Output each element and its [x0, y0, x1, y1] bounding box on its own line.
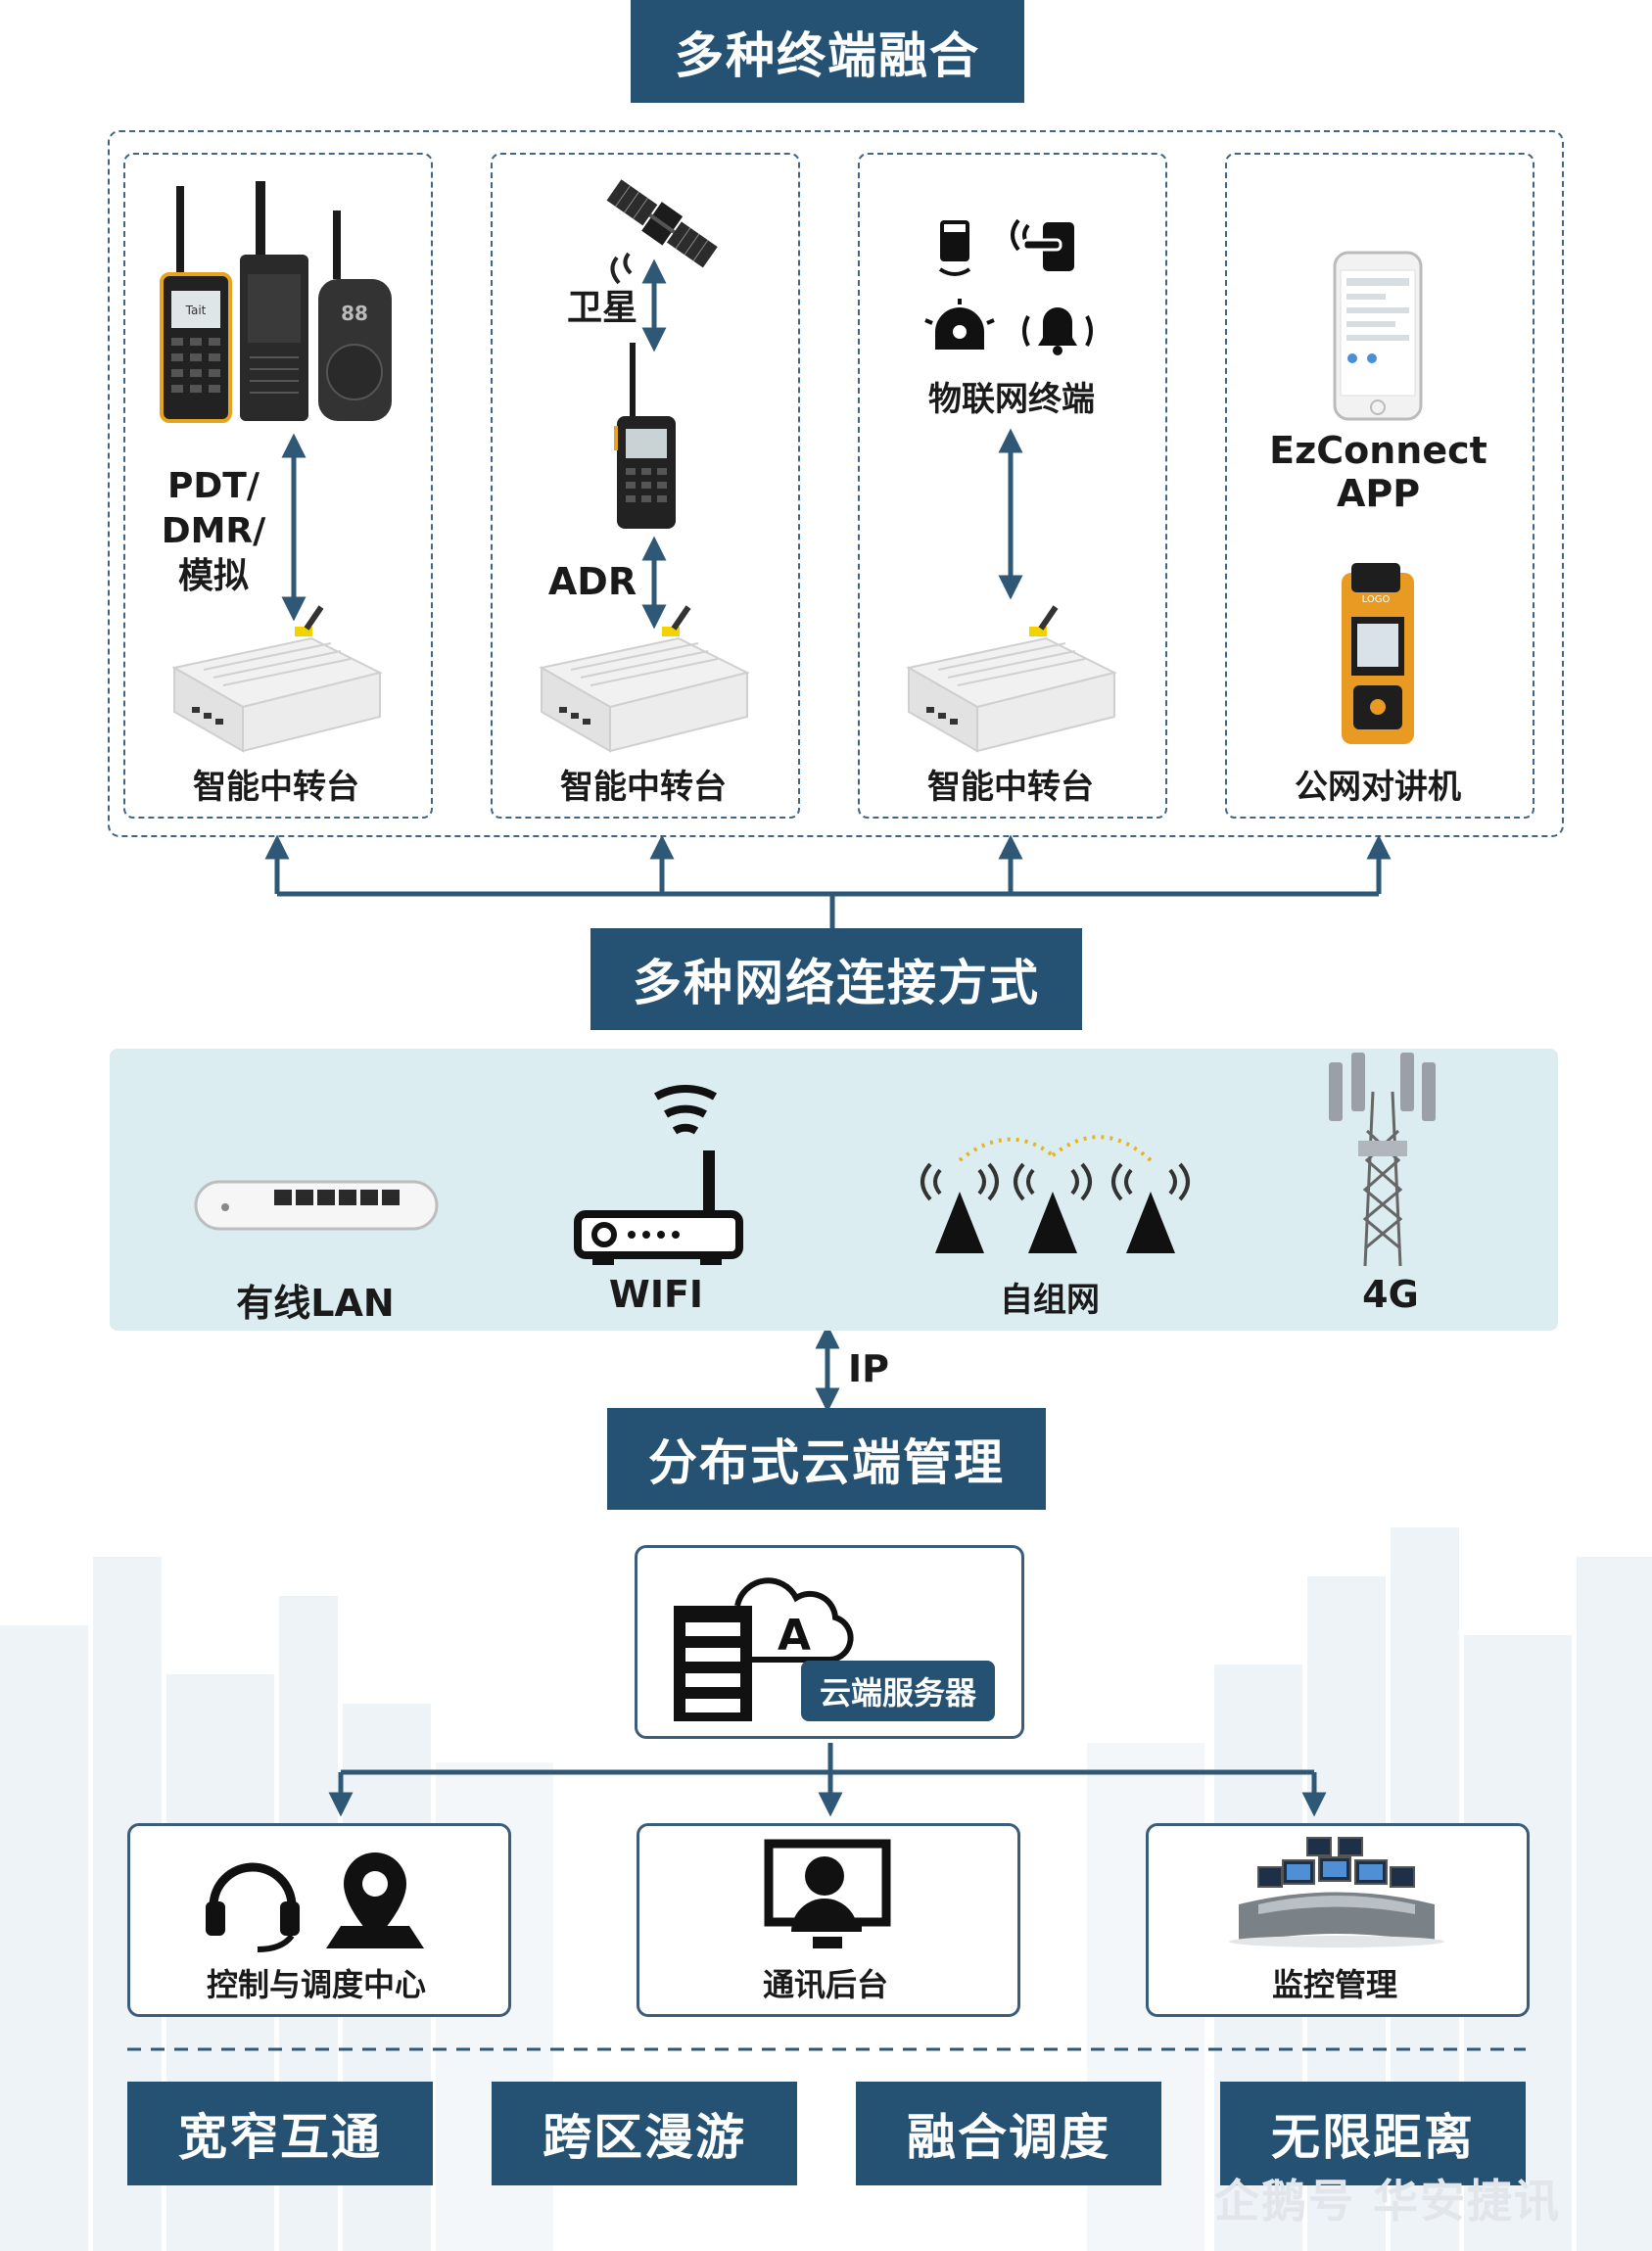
terminals-frame	[108, 130, 1564, 837]
svg-text:Tait: Tait	[185, 304, 207, 317]
repeater-label-3: 智能中转台	[927, 768, 1094, 807]
cloud-section-title: 分布式云端管理	[607, 1408, 1046, 1510]
repeater-label-2: 智能中转台	[560, 768, 727, 807]
feature-converged-dispatch: 融合调度	[856, 2082, 1161, 2185]
satellite-label: 卫星	[566, 288, 637, 328]
operator-monitor-icon	[764, 1839, 891, 1948]
cell-tower-icon	[1329, 1053, 1436, 1267]
network-label-wifi: WIFI	[608, 1273, 704, 1316]
svg-text:LOGO: LOGO	[1362, 594, 1391, 605]
control-room-icon	[1229, 1837, 1444, 1947]
terminal-column-1	[123, 153, 433, 819]
satellite-icon	[606, 179, 718, 285]
smart-repeater-icon-1	[171, 605, 383, 753]
cloud-server-icon: A	[674, 1577, 854, 1721]
ezconnect-app-label: EzConnect APP	[1269, 429, 1487, 515]
lan-switch-icon	[194, 1180, 439, 1231]
smart-repeater-icon-3	[906, 605, 1117, 753]
ip-label: IP	[848, 1347, 889, 1390]
poc-radio-label: 公网对讲机	[1295, 768, 1461, 807]
public-network-radio-icon: LOGO	[1342, 563, 1414, 744]
adr-label: ADR	[547, 560, 637, 603]
management-label-backend: 通讯后台	[762, 1966, 888, 2003]
network-label-lan: 有线LAN	[236, 1282, 395, 1325]
feature-cross-region-roaming: 跨区漫游	[492, 2082, 797, 2185]
protocol-label-pdt: PDT/ DMR/ 模拟	[161, 466, 266, 596]
svg-text:A: A	[778, 1611, 811, 1661]
feature-broad-narrow-interop: 宽窄互通	[127, 2082, 433, 2185]
terminal-column-3	[858, 153, 1167, 819]
feature-unlimited-distance: 无限距离	[1220, 2082, 1526, 2185]
terminal-column-4	[1225, 153, 1534, 819]
management-label-dispatch: 控制与调度中心	[206, 1966, 426, 2003]
iot-terminals-icon	[924, 218, 1093, 355]
cloud-server-tag: 云端服务器	[801, 1661, 995, 1721]
smartphone-app-icon	[1333, 251, 1423, 421]
terminal-column-2	[491, 153, 800, 819]
network-section-title: 多种网络连接方式	[590, 928, 1082, 1030]
dmr-radio-icon	[614, 343, 676, 529]
smart-repeater-icon-2	[539, 605, 750, 753]
mesh-tower-icon	[920, 1135, 1190, 1253]
svg-text:88: 88	[341, 302, 368, 325]
iot-terminal-label: 物联网终端	[928, 380, 1095, 419]
wifi-router-icon	[574, 1084, 743, 1265]
headset-location-icon	[206, 1852, 424, 1952]
network-label-mesh: 自组网	[1000, 1281, 1100, 1320]
handheld-radios-icon: Tait 88	[160, 181, 392, 423]
terminals-section-title: 多种终端融合	[631, 0, 1024, 103]
watermark-text: 企鹅号 华安捷讯	[1214, 2175, 1562, 2228]
repeater-label-1: 智能中转台	[193, 768, 359, 807]
management-label-monitor: 监控管理	[1271, 1966, 1397, 2003]
management-card-dispatch	[127, 1823, 511, 2017]
network-label-4g: 4G	[1362, 1273, 1419, 1316]
